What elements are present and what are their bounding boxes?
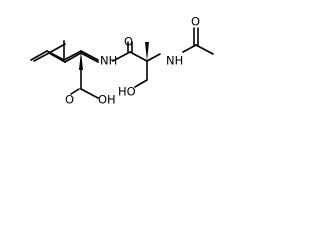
atom-label-acid-oxygen: O [65, 93, 74, 107]
bond-ch-ch2 [48, 52, 66, 63]
atom-label-amide-nitrogen: NH [100, 54, 117, 68]
atom-labels: O NH O NH HO O OH [65, 15, 200, 107]
bond-ser-alpha-n [146, 53, 161, 62]
bond-methyl-left [33, 52, 50, 62]
wedge-leu-alpha [79, 51, 83, 70]
bond-cooh-o-double-a [70, 88, 80, 95]
atom-label-hydroxyl: HO [118, 85, 136, 99]
atom-label-acetyl-nitrogen: NH [166, 54, 183, 68]
molecule-structure: O NH O NH HO O OH [30, 15, 214, 107]
atom-label-acetyl-oxygen: O [191, 15, 200, 29]
bond-lines [30, 27, 214, 99]
bond-ch2-alpha2 [80, 52, 99, 63]
bond-n-acetyl [182, 44, 197, 53]
bond-ch2-alpha [64, 52, 82, 63]
bond-methyl-top [48, 43, 66, 54]
bond-n-carbonyl [112, 51, 131, 62]
bond-cooh-oh [80, 88, 99, 99]
bond-ch-ch2-real [46, 50, 65, 61]
atom-label-amide-oxygen: O [124, 35, 133, 49]
atom-label-acid-hydroxyl: OH [98, 93, 116, 107]
structure-canvas: O NH O NH HO O OH [0, 0, 248, 144]
bond-calpha-n [80, 50, 99, 61]
bond-acetyl-methyl [195, 44, 214, 55]
wedge-ser-alpha [145, 42, 149, 61]
bond-carbonyl-ser-alpha [129, 51, 148, 62]
bond-ch2-calpha [63, 50, 82, 61]
bond-ser-ch2-oh [134, 79, 148, 88]
bond-ch3a-ch [30, 50, 48, 61]
